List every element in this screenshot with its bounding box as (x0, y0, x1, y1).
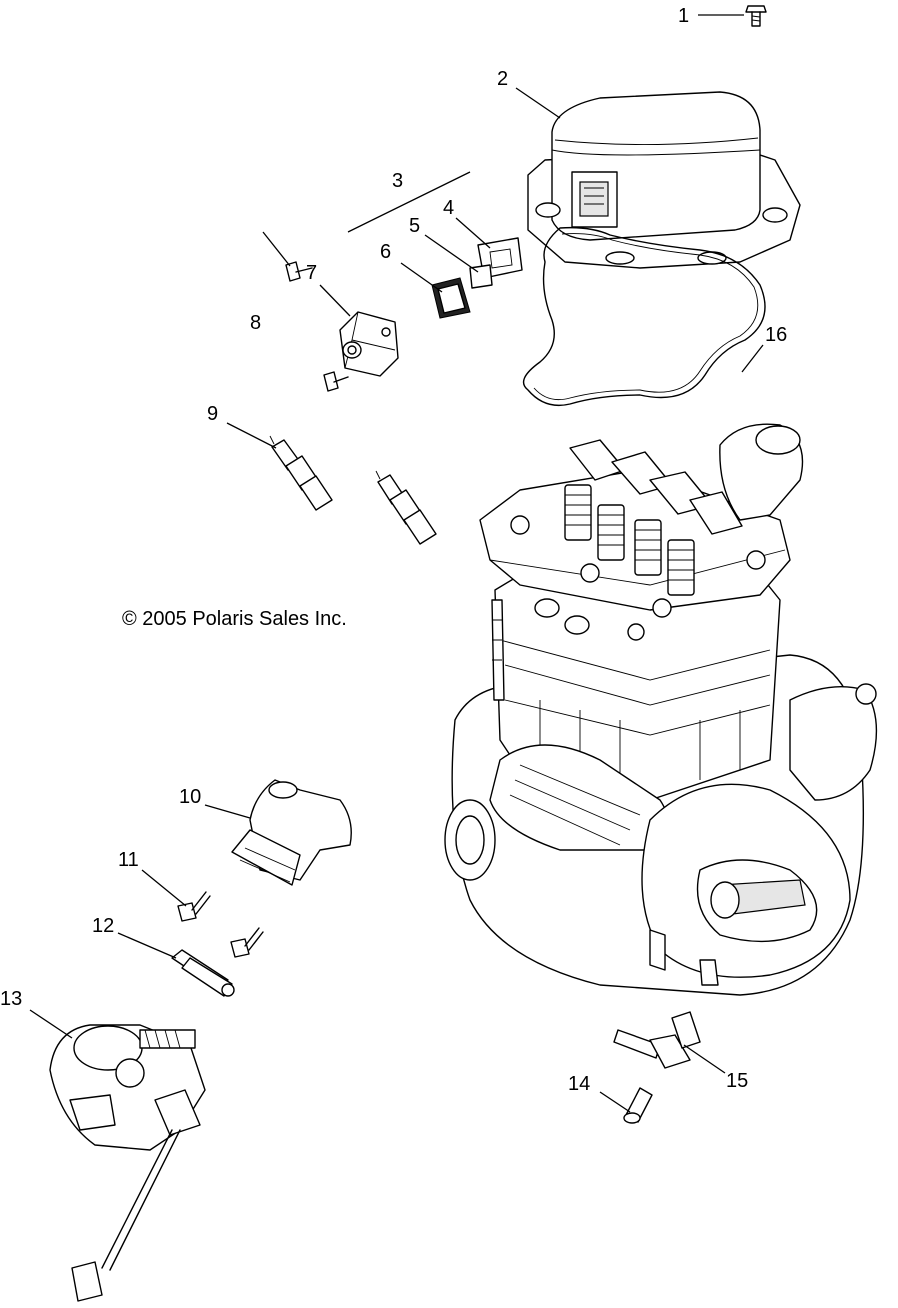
callout-8: 8 (250, 312, 261, 334)
callout-12: 12 (92, 915, 114, 937)
engine-assembly (444, 423, 878, 996)
part-9-spark-plugs (269, 435, 437, 545)
callout-2: 2 (497, 68, 508, 90)
callout-4: 4 (443, 197, 454, 219)
part-11-bolts (177, 891, 264, 958)
callout-15: 15 (726, 1070, 748, 1092)
callout-9: 9 (207, 403, 218, 425)
callout-7: 7 (306, 262, 317, 284)
copyright-text: © 2005 Polaris Sales Inc. (122, 608, 347, 630)
part-12-sensor-rod (171, 949, 235, 997)
callout-11: 11 (118, 849, 139, 871)
part-2-valve-cover (527, 91, 801, 269)
part-10-intake-boot (231, 779, 352, 886)
part-13-throttle-body (49, 1024, 206, 1302)
leader-lines (29, 14, 764, 1113)
part-6-seal (431, 277, 471, 319)
callout-1: 1 (678, 5, 689, 27)
part-7-sensor (339, 311, 399, 377)
part-14-pin (623, 1087, 653, 1124)
callout-13: 13 (0, 988, 22, 1010)
part-8-screws (285, 261, 349, 392)
callout-14: 14 (568, 1073, 590, 1095)
callout-numbers: 1 2 3 4 5 6 7 8 9 10 11 12 13 14 15 16 (0, 5, 787, 1095)
callout-16: 16 (765, 324, 787, 346)
callout-3: 3 (392, 170, 403, 192)
callout-6: 6 (380, 241, 391, 263)
part-1-screw (745, 5, 767, 27)
callout-5: 5 (409, 215, 420, 237)
callout-10: 10 (179, 786, 201, 808)
part-16-cover-gasket (522, 226, 766, 407)
part-3-bracket-line (347, 171, 471, 233)
part-15-sensor (613, 1011, 701, 1069)
